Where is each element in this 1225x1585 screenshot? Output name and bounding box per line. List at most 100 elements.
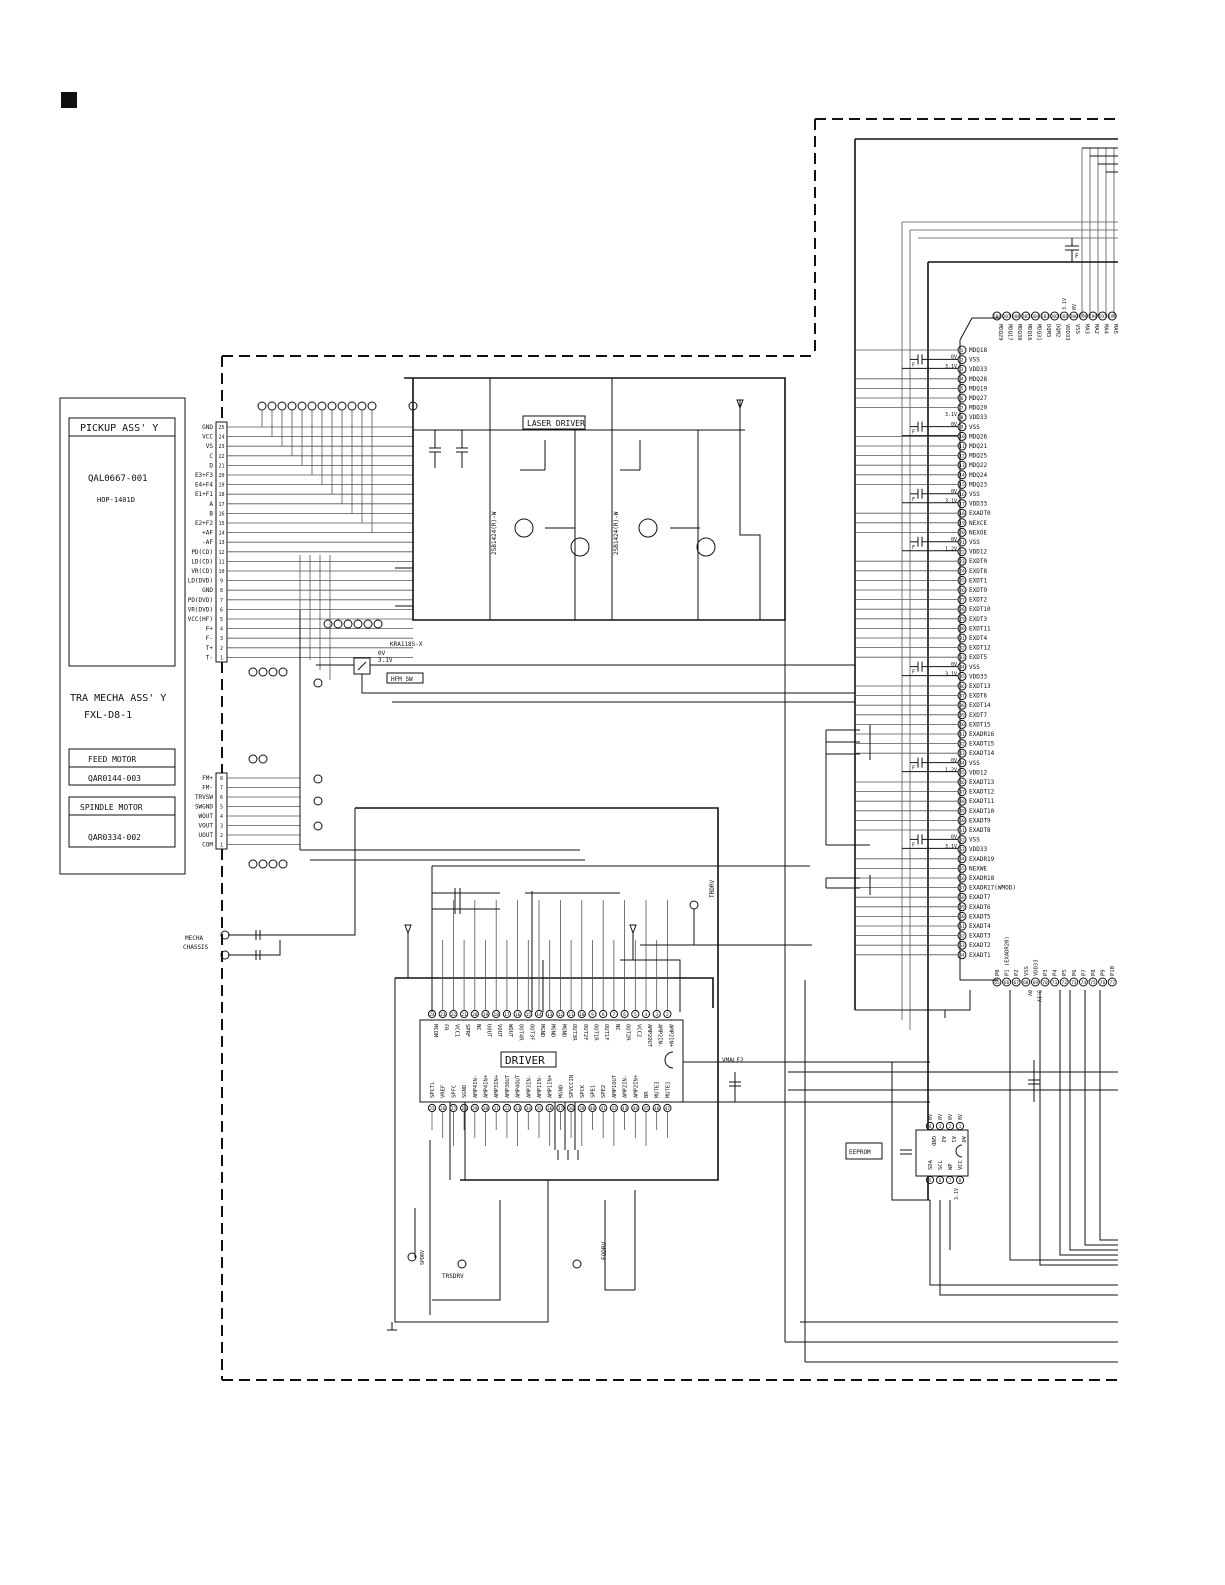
pin-number: 12 xyxy=(218,550,224,556)
eeprom-bottom-pin-label: WP xyxy=(948,1163,954,1170)
pin-voltage: 0V xyxy=(951,355,957,361)
pin-number: 68 xyxy=(1023,980,1029,986)
driver-bottom-pin-label: SPFC xyxy=(451,1085,457,1098)
pin-marker xyxy=(641,1009,651,1019)
pin-number: 7 xyxy=(220,598,223,604)
pin-number: 12 xyxy=(959,453,965,459)
pickup-pin-label: F- xyxy=(206,635,213,642)
pickup-part: QAL0667-001 xyxy=(88,474,148,484)
pin-number: 9 xyxy=(591,1012,594,1018)
main-ic-top-pin-label: MDQ29 xyxy=(997,324,1003,341)
driver-bottom-pin-label: MUTE1 xyxy=(665,1081,671,1098)
pin-voltage: 3.1V xyxy=(945,499,957,505)
pin-number: 4 xyxy=(929,1124,932,1130)
pin-marker xyxy=(1021,977,1031,987)
main-ic-bottom-pin-label: P10 xyxy=(1110,966,1116,976)
pin-marker xyxy=(957,499,967,509)
pin-marker xyxy=(268,667,278,677)
main-ic-left-pin-label: MDQ28 xyxy=(969,376,987,383)
mech-pin-label: FM+ xyxy=(202,775,213,782)
pin-marker xyxy=(925,1175,935,1185)
pin-marker xyxy=(502,1103,511,1113)
hfm-part: KRA118S-X xyxy=(390,641,423,648)
main-ic-left-pin-label: EXDT7 xyxy=(969,712,987,719)
main-bottom-wiring xyxy=(855,990,1118,1266)
driver-top-pin-label: OUT2R xyxy=(625,1024,631,1041)
pickup-pin-label: E2+F2 xyxy=(195,520,213,527)
pin-number: 205 xyxy=(1022,314,1030,320)
main-ic-bottom-pin-label: P4 xyxy=(1053,969,1059,976)
pin-number: 32 xyxy=(959,645,965,651)
pin-marker xyxy=(481,1009,490,1019)
pin-number: 43 xyxy=(959,751,965,757)
pin-marker xyxy=(313,821,323,831)
pin-number: 1 xyxy=(220,843,223,849)
pin-number: 1 xyxy=(959,1124,962,1130)
pin-number: 6 xyxy=(939,1178,942,1184)
main-ic-top-pin-label: MA5 xyxy=(1112,324,1118,334)
pin-number: 62 xyxy=(959,933,965,939)
pin-marker xyxy=(513,1009,522,1019)
driver-bottom-pin-label: SPVCCIN xyxy=(569,1075,575,1098)
pin-marker xyxy=(248,754,258,764)
main-ic-left-pin-label: MDQ23 xyxy=(969,481,987,488)
pin-number: 27 xyxy=(959,597,965,603)
main-ic-left-pin-label: EXADR19 xyxy=(969,856,995,863)
pin-number: 22 xyxy=(959,549,965,555)
mecha-label: MECHA xyxy=(185,935,203,942)
main-ic-top-pin-label: MDQ30 xyxy=(1016,324,1022,341)
pin-number: 47 xyxy=(665,1106,671,1112)
main-ic-left-pin-label: EXADT2 xyxy=(969,942,991,949)
driver-bottom-pin-label: AMP1OUT xyxy=(612,1074,618,1098)
main-ic-top-pin-label: MDQ31 xyxy=(1035,324,1041,341)
pin-number: 10 xyxy=(959,434,965,440)
pin-marker xyxy=(609,1009,619,1019)
driver-top-pin-label: VCC1 xyxy=(453,1024,459,1037)
pin-number: 59 xyxy=(959,905,965,911)
driver-bottom-pin-label: MUTE3 xyxy=(655,1081,661,1098)
pin-number: 35 xyxy=(959,674,965,680)
hfm-switch: KRA118S-X 0V 3.1V HFM SW xyxy=(316,641,855,703)
pin-number: 51 xyxy=(959,828,965,834)
pin-marker xyxy=(1002,311,1012,321)
pickup-pin-label: VCC(HF) xyxy=(188,616,213,623)
pin-number: 3 xyxy=(220,824,223,830)
driver-bottom-pin-label: AMP3IN- xyxy=(526,1075,532,1098)
driver-top-pin-label: AMP2OUT xyxy=(646,1024,652,1048)
pin-marker xyxy=(577,1009,586,1019)
main-ic-top-pin-label: VSS xyxy=(1074,324,1080,334)
main-ic-left-pin-label: VDD33 xyxy=(969,501,987,508)
pin-marker xyxy=(248,667,258,677)
driver-bottom-pin-label: SPE2 xyxy=(601,1085,607,1098)
motor-wiring xyxy=(228,610,719,1181)
pin-number: 5 xyxy=(929,1178,932,1184)
pin-number: 77 xyxy=(1109,980,1115,986)
pin-number: 27 xyxy=(451,1106,457,1112)
main-ic-left-pin-label: EXADT5 xyxy=(969,913,991,920)
pin-marker xyxy=(287,401,297,411)
pickup-pin-label: +AF xyxy=(202,530,213,537)
mech-pin-label: WOUT xyxy=(199,813,214,820)
pin-marker xyxy=(957,767,967,777)
pin-number: 7 xyxy=(613,1012,616,1018)
pin-number: 20 xyxy=(472,1012,478,1018)
pin-marker xyxy=(367,401,377,411)
pin-number: 43 xyxy=(622,1106,628,1112)
pin-number: 19 xyxy=(218,483,224,489)
pin-number: 17 xyxy=(504,1012,510,1018)
pin-voltage: 0V xyxy=(951,537,957,543)
pin-number: 15 xyxy=(218,521,224,527)
pin-marker xyxy=(277,401,287,411)
main-ic-left-pin-label: EXADT14 xyxy=(969,750,995,757)
main-ic-left-pin-label: MDQ26 xyxy=(969,433,987,440)
driver-bottom-pin-label: BR xyxy=(644,1091,650,1098)
pin-number: 6 xyxy=(220,795,223,801)
pin-marker xyxy=(556,1009,565,1019)
pin-number: 8 xyxy=(220,588,223,594)
pin-number: 9 xyxy=(961,425,964,431)
pin-voltage: 3.1V xyxy=(945,671,957,677)
eeprom-bottom-pin-label: SDA xyxy=(928,1159,934,1170)
pin-marker xyxy=(957,844,967,854)
pin-number: 5 xyxy=(961,386,964,392)
